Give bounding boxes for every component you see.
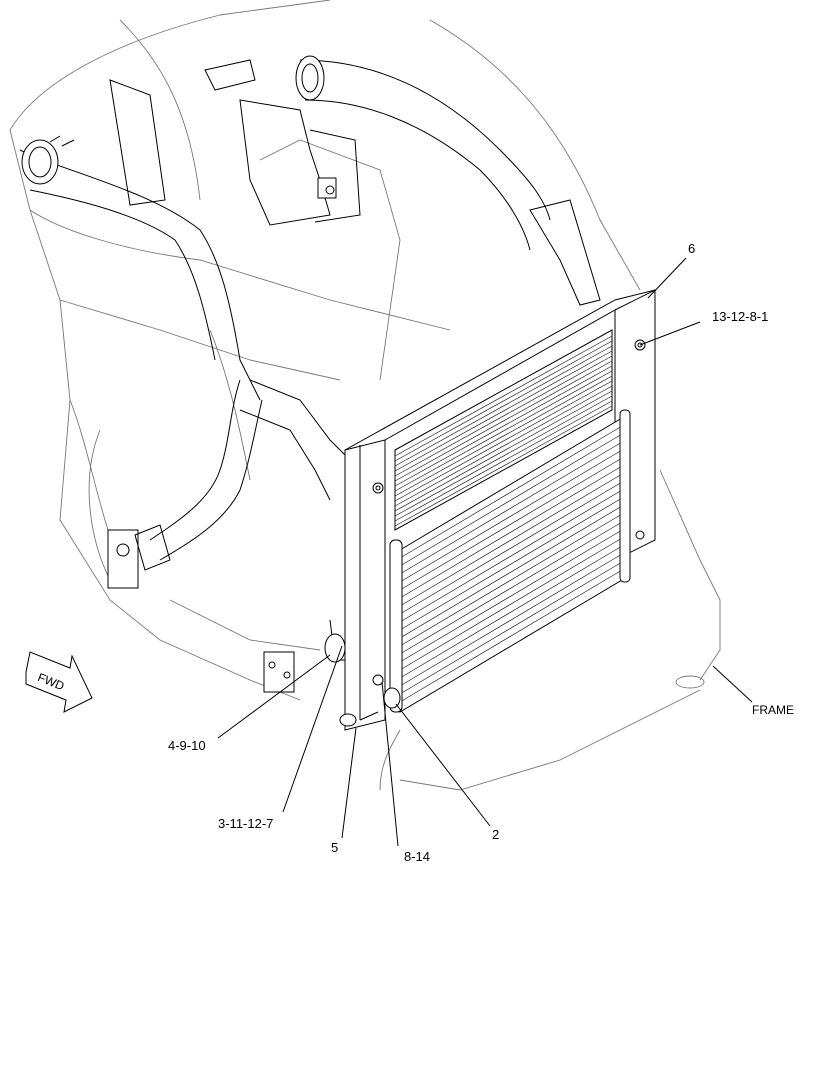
leader-lines bbox=[217, 257, 753, 847]
turbo-bracket bbox=[109, 59, 361, 226]
callout-2: 2 bbox=[492, 827, 499, 842]
callout-4-9-10: 4-9-10 bbox=[168, 738, 206, 753]
fwd-arrow-icon: FWD bbox=[25, 651, 93, 713]
callout-5: 5 bbox=[331, 840, 338, 855]
intake-duct bbox=[19, 55, 601, 501]
callout-3-11-12-7: 3-11-12-7 bbox=[218, 816, 273, 831]
condenser-core bbox=[383, 409, 631, 713]
callout-frame: FRAME bbox=[752, 703, 794, 717]
callout-13-12-8-1: 13-12-8-1 bbox=[712, 309, 768, 324]
lower-hose bbox=[107, 379, 263, 589]
callout-8-14: 8-14 bbox=[404, 849, 430, 864]
upper-radiator-core bbox=[394, 329, 613, 531]
callout-6: 6 bbox=[688, 241, 695, 256]
